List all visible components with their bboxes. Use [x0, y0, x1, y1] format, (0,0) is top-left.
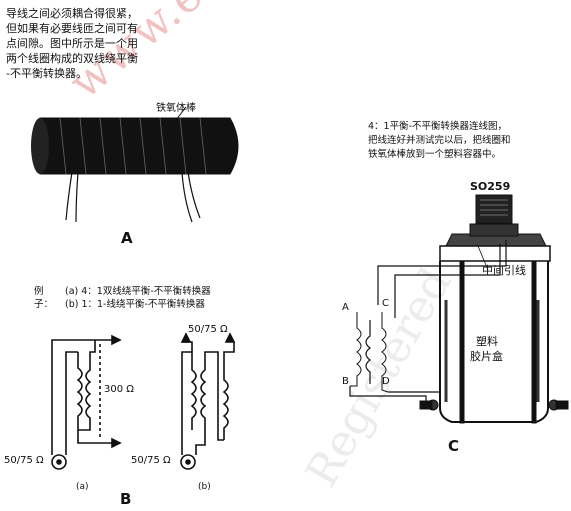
figure-b-label: B: [120, 490, 132, 508]
impedance-300-label: 300 Ω: [104, 384, 134, 395]
terminal-b: B: [342, 376, 349, 387]
impedance-label-b-bottom: 50/75 Ω: [131, 455, 171, 466]
figure-c-label: C: [448, 437, 460, 455]
example-item-a: (a) 4：1双线绕平衡-不平衡转换器: [65, 286, 211, 297]
example-item-b: (b) 1：1-线绕平衡-不平衡转换器: [65, 299, 205, 310]
center-tap-label: 中间引线: [482, 264, 526, 277]
figure-a-label: A: [121, 229, 133, 247]
subfigure-b-label: (b): [198, 482, 211, 492]
balun-4to1-schematic: [51, 334, 122, 470]
subfigure-a-label: (a): [76, 482, 89, 492]
impedance-label-b-top: 50/75 Ω: [188, 324, 228, 335]
impedance-label-a: 50/75 Ω: [4, 455, 44, 466]
plastic-container-wiring: [349, 194, 569, 424]
container-label-line2: 胶片盒: [470, 350, 503, 363]
figure-c-caption: 4：1平衡-不平衡转换器连线图， 把线连好并测试完以后，把线圈和 铁氧体棒放到一…: [368, 121, 511, 160]
terminal-c: C: [382, 298, 389, 309]
example-label: 例子：: [34, 286, 54, 310]
ferrite-rod-label: 铁氧体棒: [156, 103, 196, 114]
intro-paragraph: 导线之间必须耦合得很紧， 但如果有必要线匝之间可有 点间隙。图中所示是一个用 两…: [6, 7, 138, 80]
ferrite-rod-figure: [31, 106, 239, 223]
terminal-a: A: [342, 302, 349, 313]
connector-label: SO259: [470, 180, 511, 193]
balun-1to1-schematic: [180, 332, 236, 470]
terminal-d: D: [382, 376, 390, 387]
container-label-line1: 塑料: [476, 335, 498, 348]
